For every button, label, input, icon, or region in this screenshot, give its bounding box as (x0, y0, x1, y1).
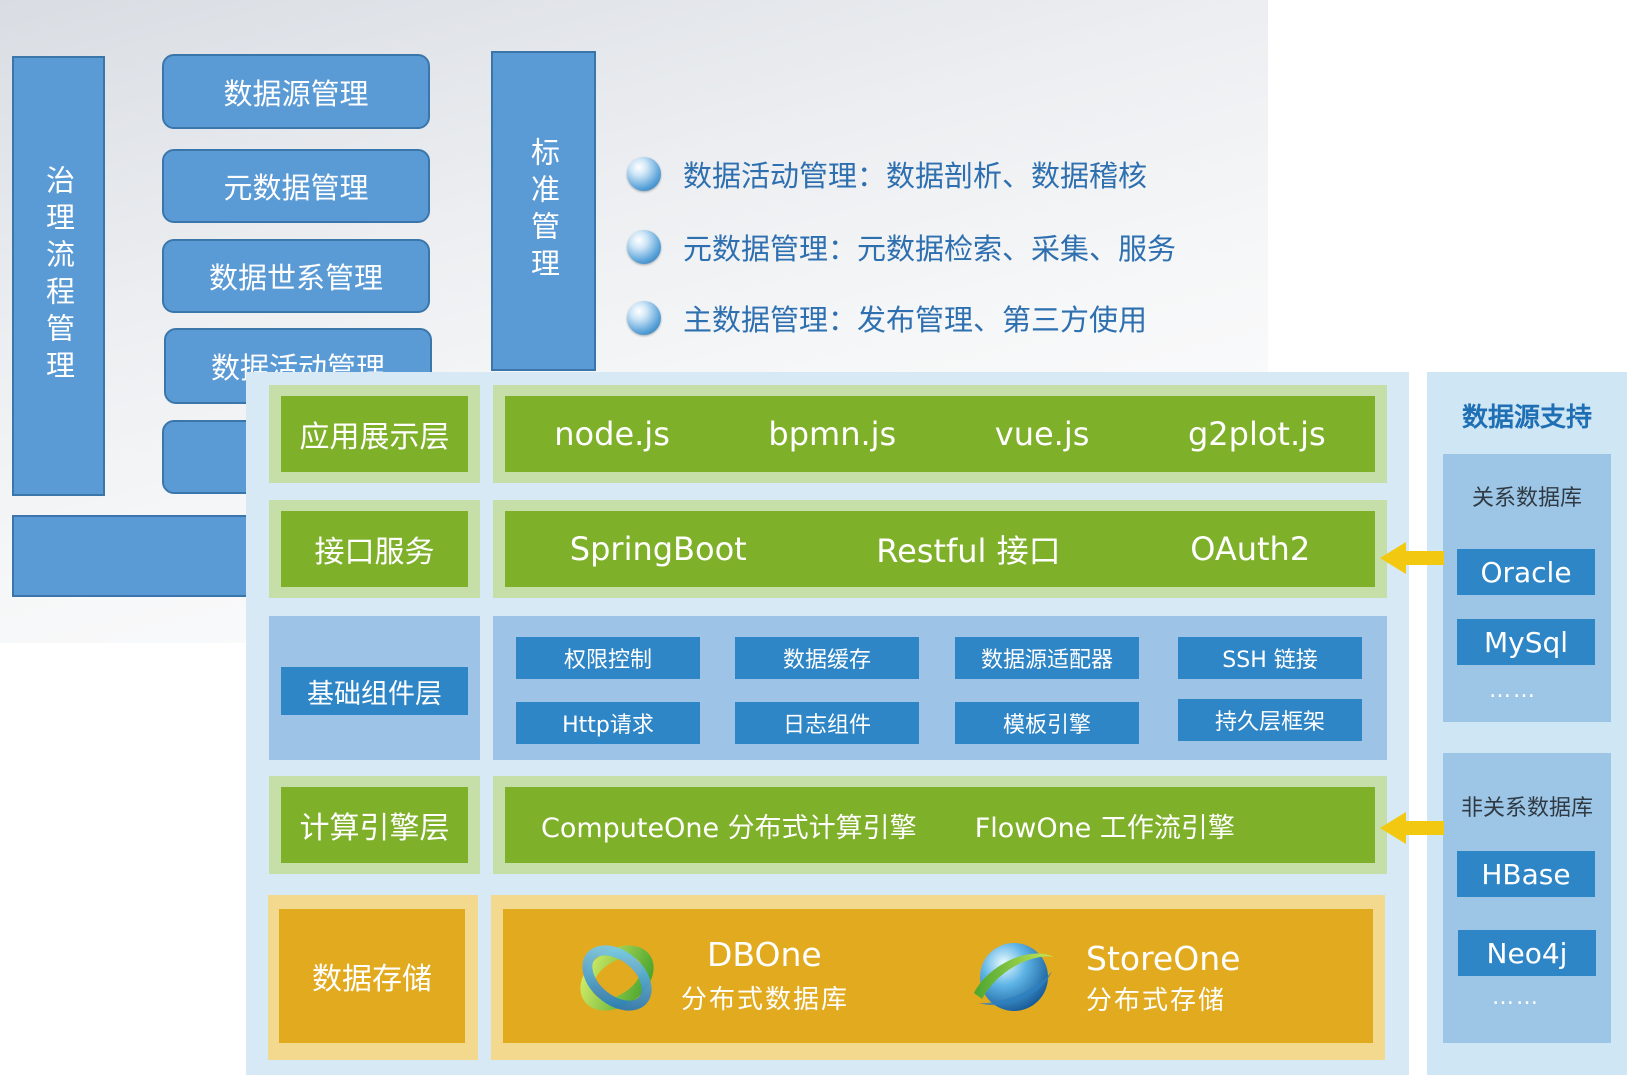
module-pill: 数据世系管理 (162, 239, 430, 313)
tech-item: OAuth2 (1190, 530, 1311, 568)
standard-mgmt-bar: 标准管理 (491, 51, 596, 371)
feature-item: 元数据管理：元数据检索、采集、服务 (627, 225, 1247, 269)
layer-label: 应用展示层 (281, 396, 468, 472)
globe-bullet-icon (627, 157, 661, 191)
component-chip: 数据源适配器 (955, 637, 1139, 679)
db-chip: Oracle (1457, 549, 1595, 595)
arrow-left-icon (1380, 812, 1444, 844)
component-chip: 数据缓存 (735, 637, 919, 679)
layer-content: SpringBoot Restful 接口 OAuth2 (505, 511, 1375, 587)
nonrelational-db-group (1443, 753, 1611, 1043)
arrow-left-icon (1380, 542, 1444, 574)
layer-content: node.js bpmn.js vue.js g2plot.js (505, 396, 1375, 472)
product-name: StoreOne (1086, 939, 1241, 978)
layer-label: 数据存储 (279, 909, 465, 1043)
tech-item: Restful 接口 (876, 532, 1061, 570)
layer-label: 接口服务 (281, 511, 468, 587)
group-label: 关系数据库 (1471, 486, 1582, 511)
component-chip: 持久层框架 (1178, 699, 1362, 741)
layer-label: 计算引擎层 (281, 787, 468, 863)
component-chip: SSH 链接 (1178, 637, 1362, 679)
layer-label: 基础组件层 (281, 667, 468, 715)
product-desc: 分布式存储 (1086, 986, 1227, 1016)
db-chip: MySql (1457, 619, 1595, 665)
feature-item: 主数据管理：发布管理、第三方使用 (627, 296, 1247, 340)
engine-item: FlowOne 工作流引擎 (974, 812, 1235, 844)
dbone-logo-icon (580, 945, 654, 1011)
tech-item: bpmn.js (768, 415, 897, 453)
product-desc: 分布式数据库 (681, 985, 850, 1015)
governance-flow-bar: 治理流程管理 (12, 56, 105, 496)
db-chip: Neo4j (1458, 930, 1596, 976)
engine-item: ComputeOne 分布式计算引擎 (541, 812, 917, 844)
globe-bullet-icon (627, 230, 661, 264)
component-chip: 日志组件 (735, 702, 919, 744)
more-dots: …… (1492, 985, 1540, 1010)
feature-text: 元数据管理：元数据检索、采集、服务 (683, 232, 1177, 266)
feature-text: 数据活动管理：数据剖析、数据稽核 (683, 159, 1148, 193)
storeone-logo-icon (974, 943, 1054, 1011)
globe-bullet-icon (627, 301, 661, 335)
group-label: 非关系数据库 (1460, 796, 1593, 821)
tech-item: SpringBoot (569, 530, 747, 568)
tech-item: vue.js (994, 415, 1090, 453)
component-chip: 模板引擎 (955, 702, 1139, 744)
feature-item: 数据活动管理：数据剖析、数据稽核 (627, 152, 1247, 196)
product-name: DBOne (707, 935, 822, 974)
module-pill: 数据源管理 (162, 54, 430, 129)
feature-text: 主数据管理：发布管理、第三方使用 (683, 303, 1148, 337)
tech-item: node.js (554, 415, 670, 453)
datasource-title: 数据源支持 (1461, 403, 1592, 433)
layer-content: ComputeOne 分布式计算引擎 FlowOne 工作流引擎 (505, 787, 1375, 863)
bottom-bar (12, 515, 252, 597)
component-chip: 权限控制 (516, 637, 700, 679)
component-chip: Http请求 (516, 702, 700, 744)
db-chip: HBase (1457, 851, 1595, 897)
module-pill: 元数据管理 (162, 149, 430, 223)
more-dots: …… (1489, 678, 1537, 703)
tech-item: g2plot.js (1187, 415, 1326, 453)
